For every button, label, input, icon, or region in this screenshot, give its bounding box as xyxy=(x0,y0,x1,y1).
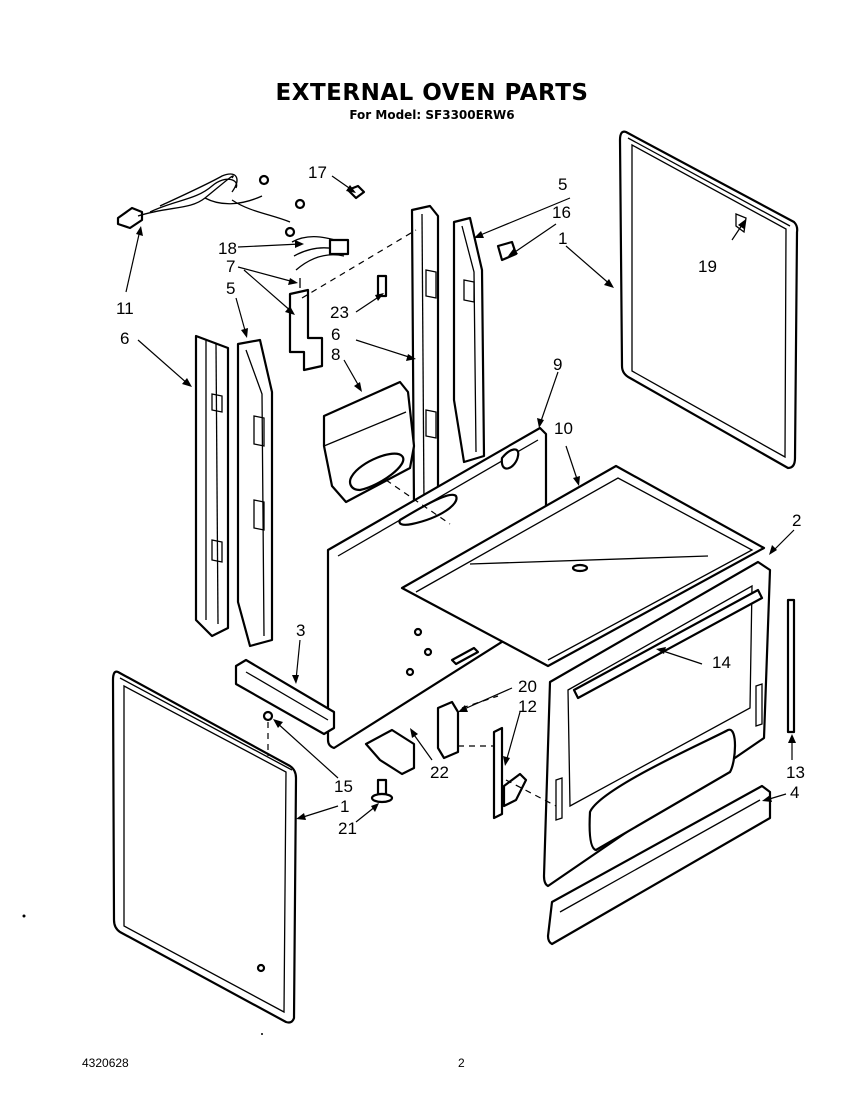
leveling-leg-21 xyxy=(370,778,394,804)
callout-15: 15 xyxy=(334,777,353,796)
trim-strip-3 xyxy=(234,658,336,736)
leader-lines xyxy=(125,175,796,823)
callout-6-mid: 6 xyxy=(331,325,340,344)
bracket-7 xyxy=(288,288,324,372)
part-number: 4320628 xyxy=(82,1056,129,1070)
callout-18: 18 xyxy=(218,239,237,258)
callout-11: 11 xyxy=(116,299,134,318)
callout-21: 21 xyxy=(338,819,357,838)
callout-1-left: 1 xyxy=(340,797,349,816)
page-number: 2 xyxy=(458,1056,465,1070)
callout-5-left: 5 xyxy=(226,279,235,298)
plug-15 xyxy=(262,710,274,722)
callout-6-left: 6 xyxy=(120,329,129,348)
clip-23 xyxy=(376,274,388,298)
callout-22: 22 xyxy=(430,763,449,782)
stray-mark xyxy=(22,914,26,918)
side-rail-right-5 xyxy=(452,216,486,464)
callout-14: 14 xyxy=(712,653,731,672)
side-panel-left xyxy=(111,670,298,1024)
side-rail-left-5 xyxy=(236,338,274,648)
callout-23: 23 xyxy=(330,303,349,322)
bottom-trim-4 xyxy=(546,784,772,946)
callout-5-right: 5 xyxy=(558,175,567,194)
callout-9: 9 xyxy=(553,355,562,374)
callout-10: 10 xyxy=(554,419,573,438)
callout-2: 2 xyxy=(792,511,801,530)
center-rail-6 xyxy=(410,204,440,510)
callout-12: 12 xyxy=(518,697,537,716)
callout-19: 19 xyxy=(698,257,717,276)
model-subtitle: For Model: SF3300ERW6 xyxy=(349,108,515,122)
front-frame-2 xyxy=(542,560,772,888)
side-rail-left-6 xyxy=(194,334,230,638)
bracket-12 xyxy=(492,726,528,820)
callout-16: 16 xyxy=(552,203,571,222)
callout-20: 20 xyxy=(518,677,537,696)
wire-harness xyxy=(291,236,350,271)
callout-7: 7 xyxy=(226,257,235,276)
callout-17: 17 xyxy=(308,163,327,182)
bracket-20 xyxy=(436,700,460,760)
side-panel-right xyxy=(618,130,799,470)
top-panel-10 xyxy=(400,464,766,668)
vent-duct-8 xyxy=(322,380,416,504)
callout-8: 8 xyxy=(331,345,340,364)
callout-13: 13 xyxy=(786,763,805,782)
diagram-title: EXTERNAL OVEN PARTS xyxy=(275,80,589,106)
callout-3: 3 xyxy=(296,621,305,640)
stray-mark xyxy=(261,1033,263,1035)
callout-4: 4 xyxy=(790,783,799,802)
power-cord xyxy=(116,173,306,238)
callout-1-right: 1 xyxy=(558,229,567,248)
strip-13 xyxy=(786,598,796,734)
